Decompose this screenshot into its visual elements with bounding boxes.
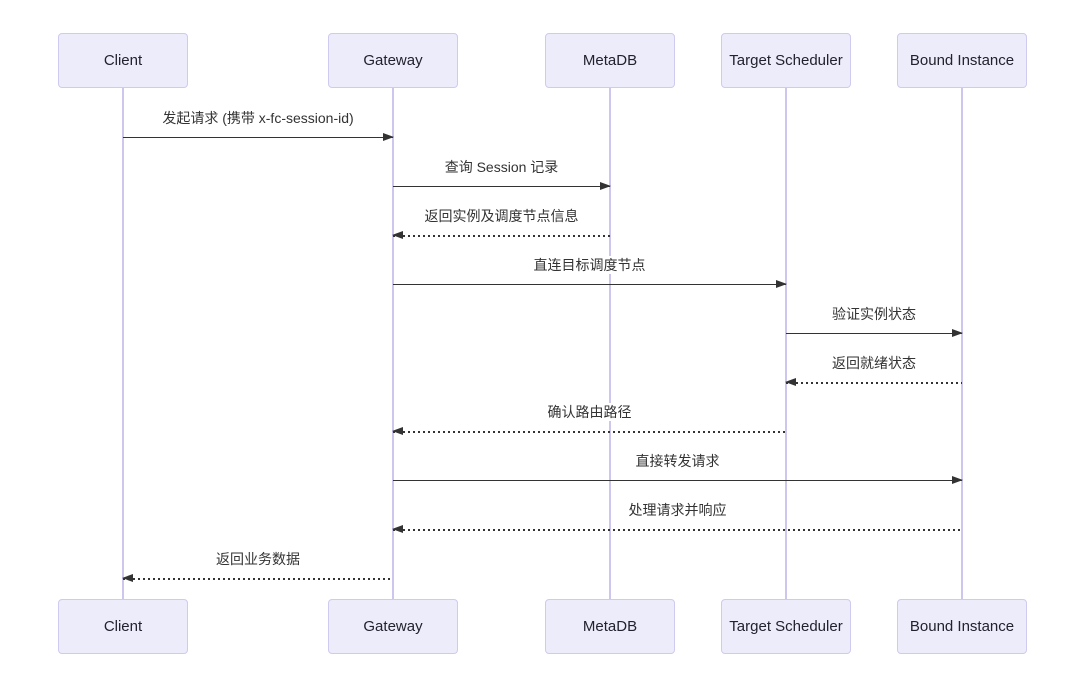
message-label: 发起请求 (携带 x-fc-session-id) bbox=[159, 109, 357, 127]
message-line bbox=[393, 186, 610, 187]
actor-label: MetaDB bbox=[582, 618, 638, 635]
actor-label: Gateway bbox=[363, 52, 423, 69]
arrowhead-left-icon bbox=[392, 231, 403, 239]
message-label: 处理请求并响应 bbox=[625, 501, 730, 519]
arrowhead-left-icon bbox=[785, 378, 796, 386]
message-label: 确认路由路径 bbox=[544, 403, 635, 421]
actor-top-gateway: Gateway bbox=[328, 33, 458, 88]
actor-top-bound-instance: Bound Instance bbox=[897, 33, 1027, 88]
actor-bottom-target-scheduler: Target Scheduler bbox=[721, 599, 851, 654]
message-line bbox=[393, 284, 786, 285]
arrowhead-right-icon bbox=[383, 133, 394, 141]
lifeline-target-scheduler bbox=[785, 88, 787, 599]
message-label: 验证实例状态 bbox=[829, 305, 919, 323]
actor-bottom-gateway: Gateway bbox=[328, 599, 458, 654]
arrowhead-left-icon bbox=[392, 427, 403, 435]
actor-label: Target Scheduler bbox=[729, 52, 843, 69]
message-label: 直接转发请求 bbox=[632, 452, 723, 470]
arrowhead-right-icon bbox=[600, 182, 611, 190]
actor-top-target-scheduler: Target Scheduler bbox=[721, 33, 851, 88]
actor-bottom-metadb: MetaDB bbox=[545, 599, 675, 654]
actor-bottom-bound-instance: Bound Instance bbox=[897, 599, 1027, 654]
actor-label: Bound Instance bbox=[909, 618, 1015, 635]
actor-label: Target Scheduler bbox=[729, 618, 843, 635]
message-label: 直连目标调度节点 bbox=[530, 256, 649, 274]
arrowhead-right-icon bbox=[952, 329, 963, 337]
message-label: 返回业务数据 bbox=[213, 550, 303, 568]
arrowhead-left-icon bbox=[122, 574, 133, 582]
actor-top-client: Client bbox=[58, 33, 188, 88]
message-line bbox=[786, 381, 962, 384]
message-line bbox=[786, 333, 962, 334]
actor-top-metadb: MetaDB bbox=[545, 33, 675, 88]
actor-label: Gateway bbox=[363, 618, 423, 635]
message-label: 查询 Session 记录 bbox=[441, 158, 562, 176]
message-line bbox=[393, 528, 962, 531]
lifeline-gateway bbox=[392, 88, 394, 599]
message-line bbox=[123, 577, 393, 580]
message-line bbox=[123, 137, 393, 138]
arrowhead-left-icon bbox=[392, 525, 403, 533]
actor-label: MetaDB bbox=[582, 52, 638, 69]
lifeline-client bbox=[122, 88, 124, 599]
arrowhead-right-icon bbox=[952, 476, 963, 484]
message-line bbox=[393, 430, 786, 433]
actor-bottom-client: Client bbox=[58, 599, 188, 654]
lifeline-metadb bbox=[609, 88, 611, 599]
actor-label: Client bbox=[103, 52, 143, 69]
arrowhead-right-icon bbox=[776, 280, 787, 288]
message-line bbox=[393, 480, 962, 481]
lifeline-bound-instance bbox=[961, 88, 963, 599]
message-label: 返回就绪状态 bbox=[829, 354, 919, 372]
actor-label: Bound Instance bbox=[909, 52, 1015, 69]
message-label: 返回实例及调度节点信息 bbox=[421, 207, 582, 225]
actor-label: Client bbox=[103, 618, 143, 635]
message-line bbox=[393, 234, 610, 237]
